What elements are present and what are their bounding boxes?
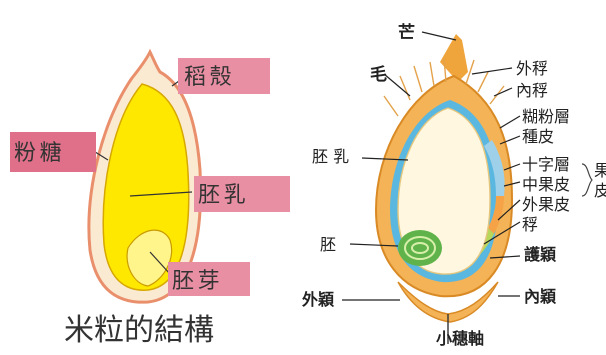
label-pericarp-1: 果 [594,161,606,180]
label-hair: 毛 [370,64,387,85]
left-title: 米粒的結構 [64,313,214,348]
label-embryo: 胚 [320,235,336,254]
label-cross-layer: 十字層 [522,155,570,174]
label-outer-glume: 外穎 [301,290,335,309]
label-husk: 稻 殼 [184,65,232,90]
rice-kernel-drawing: 稻 殼 粉 糖 胚 乳 胚 芽 米粒的結構 [0,0,290,351]
left-panel: 稻 殼 粉 糖 胚 乳 胚 芽 米粒的結構 [0,0,290,351]
right-panel: 芒 毛 外稃 內稃 糊粉層 種皮 十字層 中果皮 外果皮 果 皮 稃 胚 乳 胚… [290,0,606,351]
rice-structure-diagram: 芒 毛 外稃 內稃 糊粉層 種皮 十字層 中果皮 外果皮 果 皮 稃 胚 乳 胚… [290,0,606,351]
label-endosperm: 胚 乳 [198,183,246,208]
label-seed-coat: 種皮 [522,127,554,146]
label-mesocarp: 中果皮 [522,175,570,194]
label-pericarp-2: 皮 [594,181,606,200]
label-sterile-lemma: 護穎 [524,245,557,264]
label-lemma-outer: 外稃 [516,59,548,78]
label-inner-glume: 內穎 [524,287,557,306]
label-starch: 粉 糖 [14,141,62,166]
label-awn: 芒 [398,22,415,43]
label-palea-inner: 內稃 [516,81,548,100]
label-rachilla: 小穗軸 [436,329,484,348]
label-germ: 胚 芽 [172,269,220,294]
embryo [398,230,442,266]
label-exocarp: 外果皮 [522,195,570,214]
label-aleurone: 糊粉層 [522,107,570,126]
label-hull: 稃 [522,215,538,234]
label-endosperm: 胚 乳 [312,147,349,166]
